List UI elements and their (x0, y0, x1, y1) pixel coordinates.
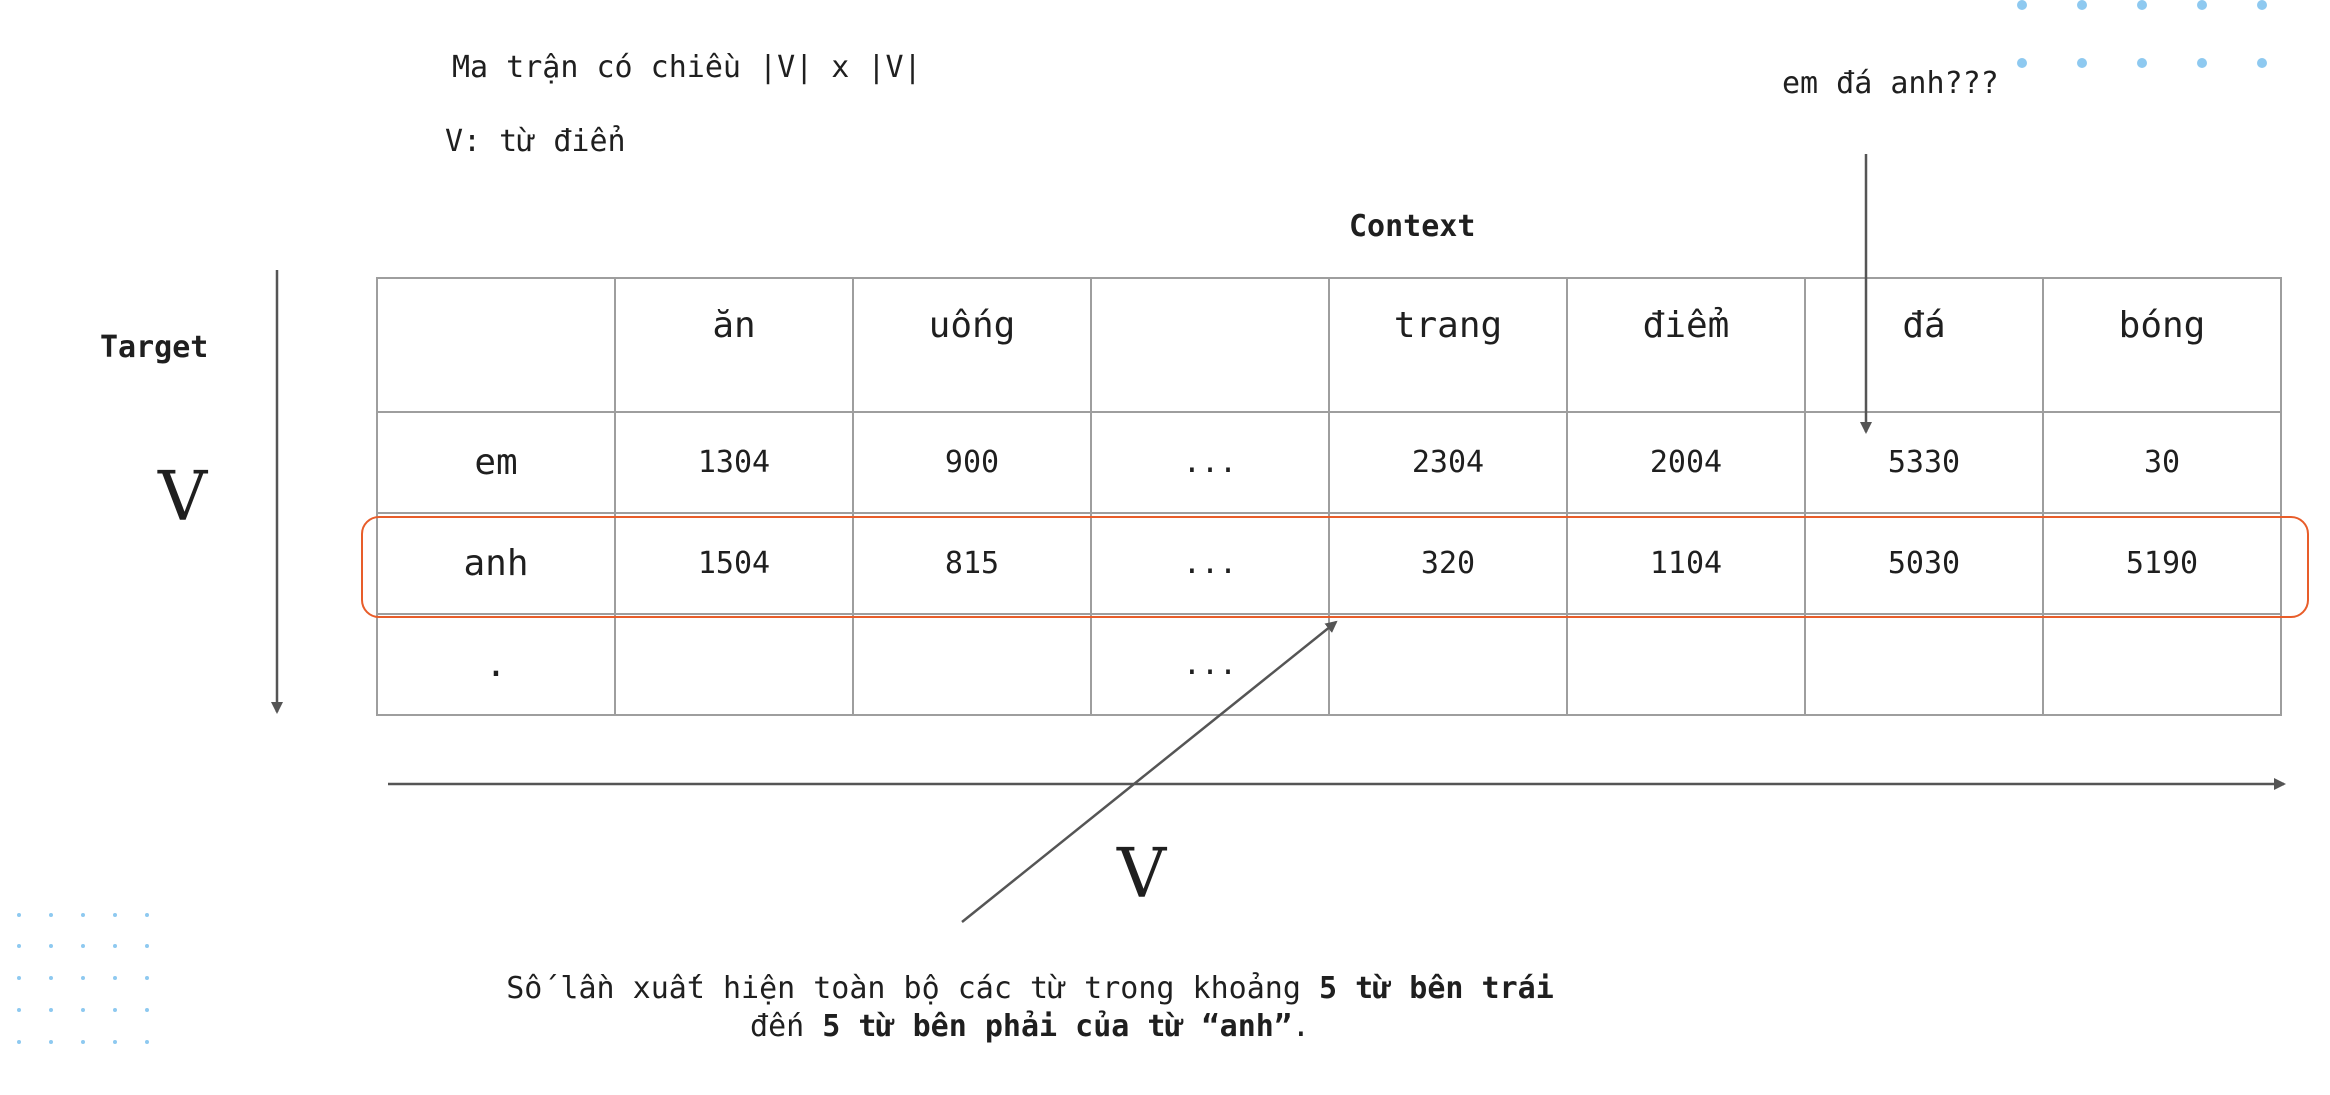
matrix-cell (614, 613, 854, 716)
matrix-cell: 1304 (614, 411, 854, 514)
co-occurrence-matrix: ăn uống trang điểm đá bóng em 1304 900 .… (376, 277, 2282, 716)
matrix-cell: 5190 (2042, 512, 2282, 615)
column-header-ellipsis (1090, 277, 1330, 413)
matrix-cell: 5030 (1804, 512, 2044, 615)
caption-line-2: đến 5 từ bên phải của từ “anh”. (330, 1008, 1730, 1046)
matrix-corner-cell (376, 277, 616, 413)
matrix-cell (2042, 613, 2282, 716)
caption-plain-1: Số lần xuất hiện toàn bộ các từ trong kh… (506, 971, 1319, 1006)
matrix-cell: 320 (1328, 512, 1568, 615)
row-label: anh (376, 512, 616, 615)
matrix-cell (1566, 613, 1806, 716)
matrix-cell (1804, 613, 2044, 716)
row-label: . (376, 613, 616, 716)
vocab-size-label-vertical: V (158, 458, 208, 537)
matrix-cell: ... (1090, 613, 1330, 716)
example-sentence: em đá anh??? (1782, 66, 1999, 101)
matrix-header-row: ăn uống trang điểm đá bóng (376, 277, 2282, 413)
matrix-row-em: em 1304 900 ... 2304 2004 5330 30 (376, 411, 2282, 514)
matrix-cell: 30 (2042, 411, 2282, 514)
caption-bold-2: 5 từ bên phải của từ “anh” (822, 1009, 1292, 1044)
column-header-uong: uống (852, 277, 1092, 413)
caption-plain-2a: đến (750, 1009, 823, 1044)
caption-plain-2b: . (1291, 1009, 1310, 1044)
matrix-cell: 815 (852, 512, 1092, 615)
matrix-cell: 2004 (1566, 411, 1806, 514)
matrix-cell: ... (1090, 512, 1330, 615)
column-header-trang: trang (1328, 277, 1568, 413)
highlighted-row-outline (361, 516, 2309, 618)
matrix-row-more: . ... (376, 613, 2282, 716)
matrix-cell (852, 613, 1092, 716)
matrix-cell: 2304 (1328, 411, 1568, 514)
column-header-bong: bóng (2042, 277, 2282, 413)
vocab-size-label-horizontal: V (1117, 835, 1167, 914)
caption-line-1: Số lần xuất hiện toàn bộ các từ trong kh… (330, 970, 1730, 1008)
matrix-row-anh: anh 1504 815 ... 320 1104 5030 5190 (376, 512, 2282, 615)
column-header-diem: điểm (1566, 277, 1806, 413)
matrix-cell (1328, 613, 1568, 716)
vocabulary-definition: V: từ điển (445, 124, 626, 159)
column-header-da: đá (1804, 277, 2044, 413)
matrix-cell: 1504 (614, 512, 854, 615)
matrix-dimension-note: Ma trận có chiều |V| x |V| (452, 50, 922, 85)
target-label: Target (100, 330, 209, 365)
caption-text: Số lần xuất hiện toàn bộ các từ trong kh… (330, 970, 1730, 1046)
row-label: em (376, 411, 616, 514)
matrix-cell: ... (1090, 411, 1330, 514)
matrix-cell: 900 (852, 411, 1092, 514)
matrix-cell: 1104 (1566, 512, 1806, 615)
matrix-cell: 5330 (1804, 411, 2044, 514)
caption-bold-1: 5 từ bên trái (1318, 971, 1554, 1006)
column-header-an: ăn (614, 277, 854, 413)
context-label: Context (1349, 209, 1476, 244)
caption-pointer-arrow (961, 620, 1338, 923)
